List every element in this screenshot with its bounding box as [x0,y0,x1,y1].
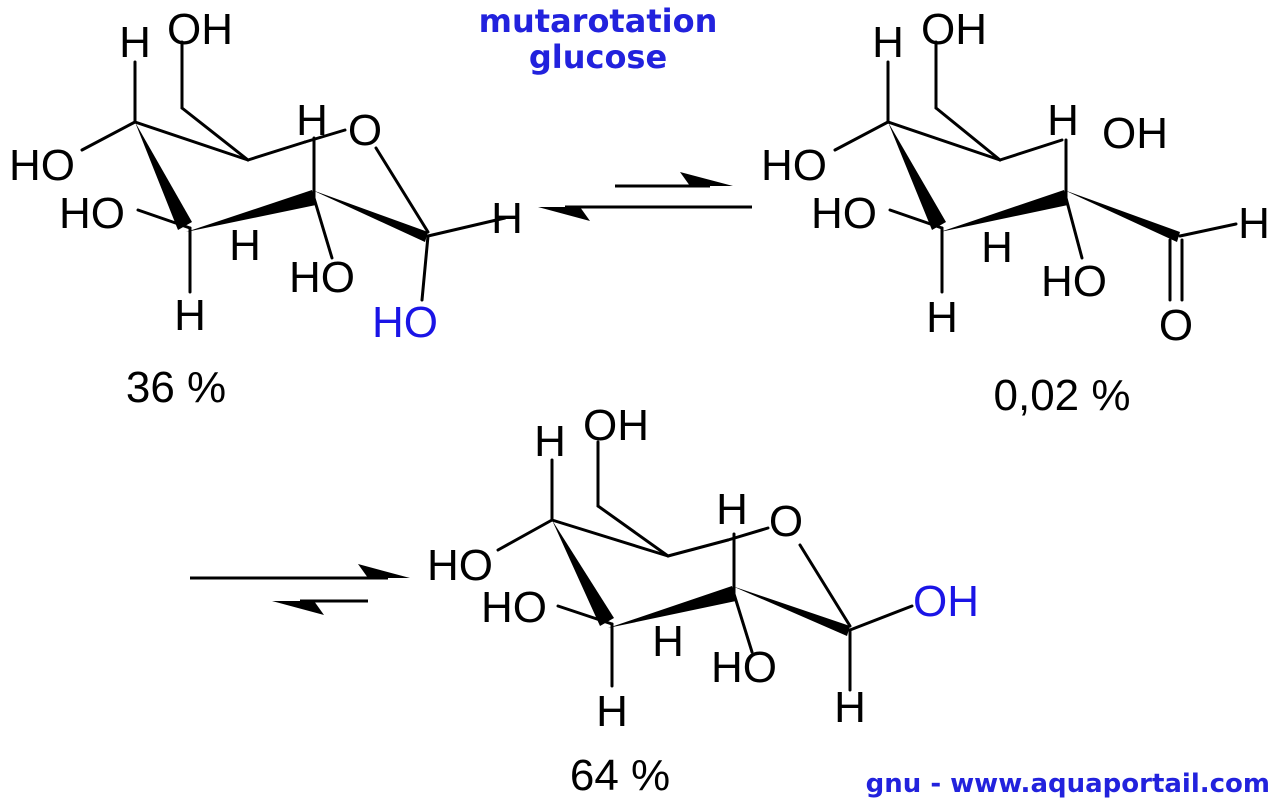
atom-label: HO [711,643,777,692]
reverse-arrowhead [272,601,324,615]
atom-label: HO [427,541,493,590]
beta-glucose-molecule: H OH HO H O HO H H HO H HO 36 % [9,5,523,412]
wedge-bond [186,190,316,232]
percentage-label: 36 % [126,363,226,412]
anomeric-hydroxyl-label: OH [913,577,979,626]
bond [998,138,1064,162]
atom-label: H [596,687,628,736]
bond [886,120,1002,162]
atom-label: OH [167,5,233,54]
atom-label: HO [481,583,547,632]
bond [556,604,614,626]
atom-label: H [534,417,566,466]
equilibrium-arrows-bottom [190,564,410,615]
atom-label: HO [811,189,877,238]
wedge-bond [940,190,1068,232]
bond [420,234,430,302]
bond [426,216,507,238]
forward-arrowhead [358,564,410,578]
bond [1178,222,1238,238]
forward-arrowhead [680,172,733,186]
atom-label: H [652,617,684,666]
wedge-bond [888,122,946,230]
wedge-bond [608,586,736,628]
bond [666,538,730,558]
atom-label: O [769,497,803,546]
bond [496,518,554,552]
bond [374,146,430,234]
atom-label: HO [289,253,355,302]
percentage-label: 0,02 % [994,371,1131,420]
bond [133,120,250,162]
wedge-bond [732,586,850,636]
atom-label: H [926,293,958,342]
atom-label: H [1238,199,1270,248]
atom-label: O [348,106,382,155]
bond [550,518,670,558]
bond [180,106,250,162]
bond [934,106,1002,162]
alpha-glucose-molecule: H OH HO H O HO OH H HO H H 64 % [427,401,979,800]
bond [848,604,914,632]
source-credit: gnu - www.aquaportail.com [866,769,1270,799]
reverse-arrowhead [538,207,590,221]
bond [596,504,670,558]
wedge-bond [135,122,192,230]
atom-label: H [296,96,328,145]
wedge-bond [312,190,428,242]
percentage-label: 64 % [570,751,670,800]
atom-label: H [1047,96,1079,145]
bond [798,543,852,628]
bond [303,128,347,144]
bond [732,592,754,654]
atom-label: HO [59,189,125,238]
atom-label: H [872,18,904,67]
atom-label: H [229,221,261,270]
atom-label: H [834,683,866,732]
diagram-title-line2: glucose [529,38,667,76]
open-chain-glucose-molecule: H OH HO H OH HO H H HO O H 0,02 % [761,5,1270,420]
bond [136,208,192,230]
atom-label: H [119,18,151,67]
bond [1064,196,1084,260]
atom-label: OH [583,401,649,450]
bond [888,208,944,230]
wedge-bond [552,520,614,626]
atom-label: HO [1041,257,1107,306]
anomeric-hydroxyl-label: HO [372,298,438,347]
atom-label: H [174,291,206,340]
atom-label: HO [9,141,75,190]
bond [833,120,890,152]
atom-label: HO [761,141,827,190]
atom-label: H [981,223,1013,272]
atom-label: OH [921,5,987,54]
wedge-bond [1064,190,1180,242]
atom-label: O [1159,301,1193,350]
atom-label: H [716,485,748,534]
atom-label: OH [1102,109,1168,158]
diagram-title-line1: mutarotation [479,2,718,40]
bond [312,196,334,260]
equilibrium-arrows-top [538,172,752,221]
atom-label: H [491,194,523,243]
bond [80,120,137,152]
bond [246,140,307,162]
